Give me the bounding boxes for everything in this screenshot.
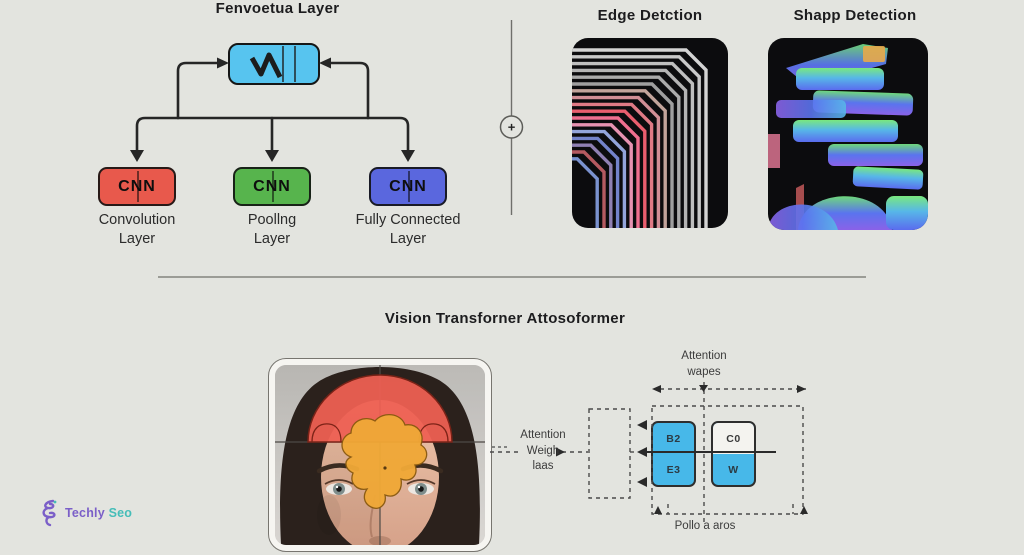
cell-w: W xyxy=(728,463,739,476)
edge-stripe xyxy=(572,89,667,228)
cell-e3: E3 xyxy=(666,463,681,476)
shape-detection-panel xyxy=(768,38,928,230)
box-divider xyxy=(408,171,410,202)
edge-stripe xyxy=(572,116,640,228)
edge-detection-panel xyxy=(572,38,728,228)
face-image-frame xyxy=(268,358,492,552)
fully-connected-layer-box: CNN xyxy=(369,167,447,206)
edge-stripe xyxy=(572,55,701,228)
edge-stripe xyxy=(572,150,606,228)
face-art xyxy=(275,365,485,545)
convolution-layer-box: CNN xyxy=(98,167,176,206)
edge-stripe xyxy=(572,157,599,228)
edge-stripe xyxy=(572,109,647,228)
face-image xyxy=(275,365,485,545)
plus-icon: + xyxy=(508,120,516,135)
edge-detection-title: Edge Detction xyxy=(597,7,703,24)
edge-stripe xyxy=(572,95,661,228)
plus-badge xyxy=(499,115,524,139)
attention-bottom-label: Pollo a aros xyxy=(674,520,736,532)
edge-stripe xyxy=(572,123,633,228)
edge-stripe xyxy=(572,143,613,228)
shape-detection-title: Shapp Detection xyxy=(793,7,917,24)
edge-stripe xyxy=(572,48,708,228)
cnn-label: CNN xyxy=(118,177,156,195)
attention-cell-left: B2 E3 xyxy=(651,421,696,487)
cnn-label: CNN xyxy=(253,177,291,195)
techly-logo-icon xyxy=(42,499,57,527)
shape-blocks-art xyxy=(768,44,928,230)
feature-map-box xyxy=(228,43,320,85)
box-divider xyxy=(272,171,274,202)
edge-stripe xyxy=(572,129,627,228)
brand-name: Techly xyxy=(65,506,105,520)
edge-stripe xyxy=(572,68,688,228)
edge-stripes-art xyxy=(572,48,708,228)
cell-c0: C0 xyxy=(713,423,754,454)
brand-suffix: Seo xyxy=(108,506,133,520)
cnn-label: CNN xyxy=(389,177,427,195)
watermark: Techly Seo xyxy=(40,499,132,527)
edge-stripe xyxy=(572,75,681,228)
attention-cell-right: C0 W xyxy=(711,421,756,487)
cnn-section-title: Fenvoetua Layer xyxy=(215,0,340,17)
box-divider xyxy=(137,171,139,202)
cell-b2: B2 xyxy=(666,432,681,445)
vit-section-title: Vision Transforner Attosoformer xyxy=(384,310,626,327)
edge-stripe xyxy=(572,61,695,228)
pooling-layer-box: CNN xyxy=(233,167,311,206)
edge-stripe xyxy=(572,136,620,228)
edge-stripe xyxy=(572,82,674,228)
edge-stripe xyxy=(572,102,654,228)
